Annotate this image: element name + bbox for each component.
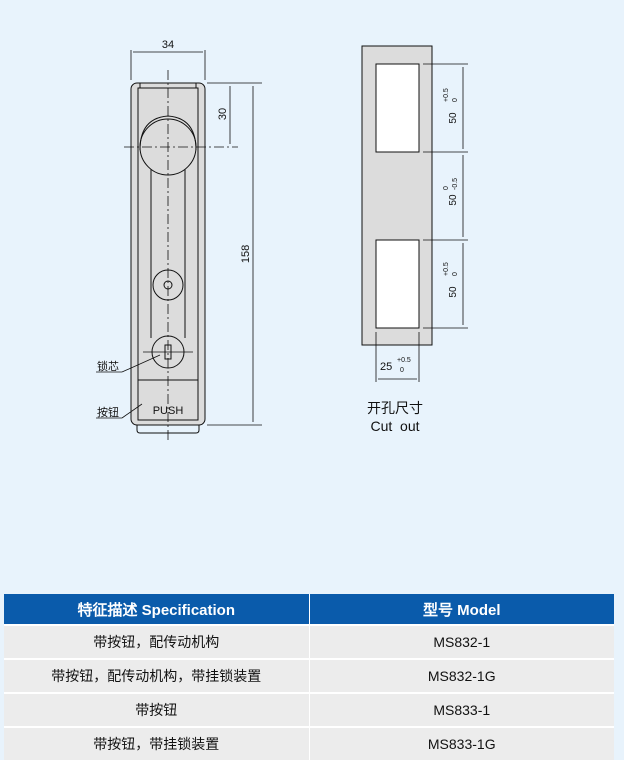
model-cell: MS833-1	[308, 692, 614, 727]
svg-text:-0.5: -0.5	[452, 178, 459, 190]
svg-text:+0.5: +0.5	[443, 88, 450, 102]
width-dim-label: 34	[162, 39, 174, 51]
cutout-view	[361, 45, 468, 382]
header-model: 型号 Model	[308, 594, 614, 625]
svg-text:+0.5: +0.5	[397, 357, 411, 364]
spec-cell: 带按钮，配传动机构	[4, 624, 309, 659]
model-cell: MS832-1G	[308, 658, 614, 693]
svg-text:25: 25	[380, 361, 392, 373]
dimension-lines	[130, 50, 262, 426]
cutout-dim-labels: 50 +0.5 0 50 0 -0.5 50 +0.5 0 25 +0.5 0	[380, 88, 459, 374]
lock-core-label: 锁芯	[97, 359, 119, 373]
svg-text:0: 0	[443, 186, 450, 190]
model-cell: MS832-1	[308, 624, 614, 659]
handle-front-view	[96, 70, 238, 440]
cutout-caption-cn: 开孔尺寸	[367, 400, 423, 416]
svg-text:50: 50	[448, 194, 459, 206]
cutout-caption-en: Cut out	[370, 418, 419, 434]
svg-text:+0.5: +0.5	[443, 262, 450, 276]
spec-cell: 带按钮，配传动机构，带挂锁装置	[4, 658, 309, 693]
model-cell: MS833-1G	[308, 726, 614, 760]
svg-text:50: 50	[448, 286, 459, 298]
spec-cell: 带按钮，带挂锁装置	[4, 726, 309, 760]
header-specification: 特征描述 Specification	[4, 594, 309, 625]
technical-drawing: 34 30 158 PUSH 锁芯 按钮 50 +0.5 0 50 0 -0.5…	[96, 39, 468, 440]
height-dim-label: 158	[240, 245, 252, 263]
spec-cell: 带按钮	[4, 692, 309, 727]
svg-text:50: 50	[448, 112, 459, 124]
svg-text:0: 0	[452, 272, 459, 276]
top-dim-label: 30	[217, 108, 229, 120]
push-label: PUSH	[153, 405, 184, 417]
svg-text:0: 0	[452, 98, 459, 102]
svg-text:0: 0	[400, 367, 404, 374]
button-label: 按钮	[97, 405, 119, 419]
table-header: 特征描述 Specification 型号 Model	[4, 594, 614, 625]
